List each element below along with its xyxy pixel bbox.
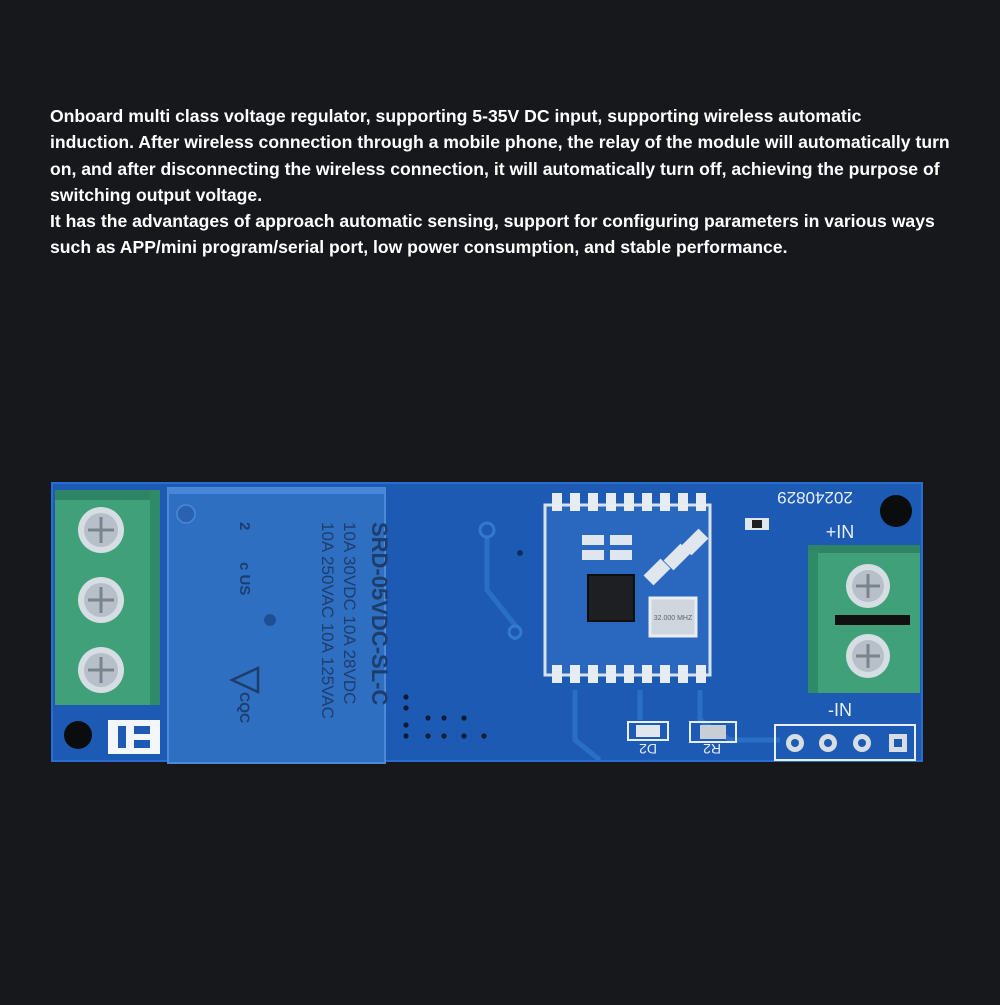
led-d2 [627, 721, 669, 741]
screw-terminal-1 [78, 507, 124, 553]
brand-logo-mark [108, 720, 160, 754]
resistor-r2 [689, 721, 737, 743]
input-screw-negative [846, 634, 890, 678]
input-screw-positive [846, 564, 890, 608]
r2-label: R2 [703, 741, 721, 757]
relay-rating-line-2: 10A 30VDC 10A 28VDC [340, 522, 359, 704]
module-castellated-pads [552, 493, 706, 683]
date-code-label: 20240829 [777, 488, 853, 507]
relay-cqc-mark: CQC [237, 692, 253, 723]
relay-rating-line-1: 10A 250VAC 10A 125VAC [318, 522, 337, 719]
crystal-label: 32.000 MHZ [654, 615, 693, 622]
output-terminal-block [55, 490, 160, 705]
d2-label: D2 [639, 741, 657, 757]
crystal-oscillator: 32.000 MHZ [648, 596, 698, 638]
description-paragraph-2: It has the advantages of approach automa… [50, 211, 935, 258]
relay-center-dot-icon [264, 614, 276, 626]
description-paragraph-1: Onboard multi class voltage regulator, s… [50, 106, 950, 205]
warning-triangle-icon [229, 666, 260, 694]
relay-corner-mark-icon [176, 504, 196, 524]
relay-model-label: SRD-05VDC-SL-C [367, 522, 392, 705]
product-description: Onboard multi class voltage regulator, s… [50, 103, 950, 261]
relay-ul-mark: c US [236, 562, 253, 595]
screw-terminal-2 [78, 577, 124, 623]
input-terminal-block [808, 545, 920, 693]
relay-component: SRD-05VDC-SL-C 10A 250VAC 10A 125VAC 10A… [167, 487, 392, 764]
mounting-hole-right [880, 495, 912, 527]
via-grid [403, 694, 487, 739]
input-positive-label: +IN [826, 522, 855, 542]
module-microcontroller-chip [587, 574, 635, 622]
screw-terminal-3 [78, 647, 124, 693]
input-negative-label: -IN [828, 700, 852, 720]
wireless-module: 32.000 MHZ [543, 493, 712, 683]
mounting-hole-left [64, 721, 92, 749]
module-smd-components [582, 528, 709, 586]
relay-us-2: 2 [236, 522, 253, 530]
serial-header-pins [774, 724, 916, 761]
